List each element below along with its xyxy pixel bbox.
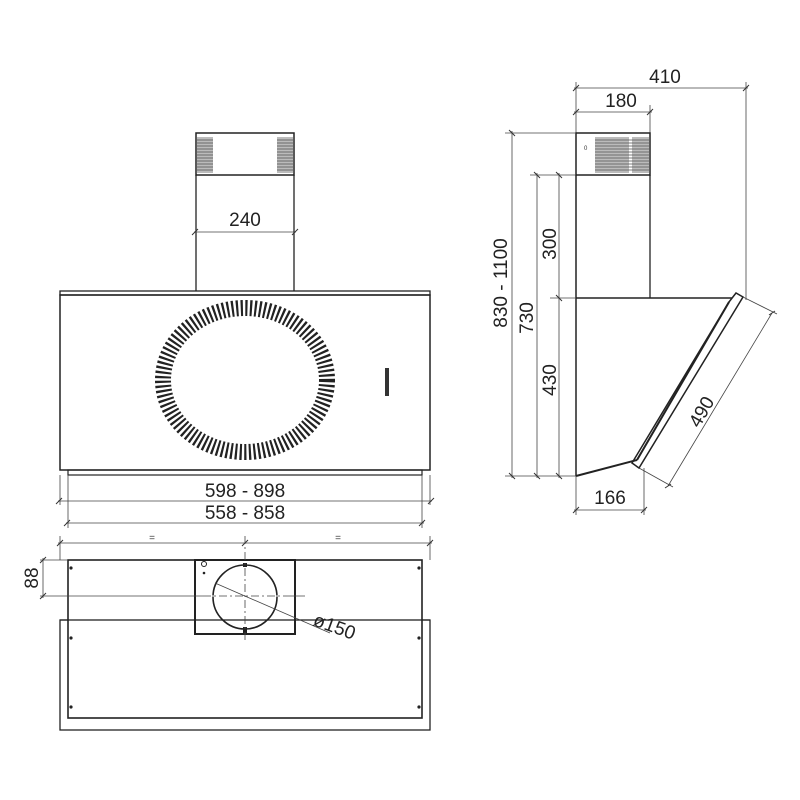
chimney-height-label: 300 — [540, 228, 561, 260]
total-height-label: 830 - 1100 — [491, 238, 512, 327]
width-range-outer-label: 598 - 898 — [205, 481, 285, 502]
width-range-inner-label: 558 - 858 — [205, 503, 285, 524]
chimney-depth-label: 180 — [605, 91, 637, 112]
top-view: = = ø150 88 — [22, 533, 434, 731]
outlet-diameter-label: ø150 — [310, 610, 358, 645]
side-view: 410 180 0 490 — [491, 67, 778, 515]
equal-spacing-right: = — [335, 533, 341, 544]
outlet-offset-label: 88 — [22, 567, 43, 588]
hood-bottom-lip — [67, 469, 423, 476]
body-height-label: 730 — [517, 302, 538, 334]
bottom-depth-label: 166 — [594, 488, 626, 509]
chimney-width-label: 240 — [229, 210, 261, 231]
front-view: 240 598 - 898 558 - 858 — [55, 132, 435, 528]
total-depth-label: 410 — [649, 67, 681, 88]
chimney-vent-slots-left — [197, 137, 213, 173]
control-panel-strip — [385, 368, 389, 396]
svg-text:0: 0 — [584, 146, 588, 152]
equal-spacing-left: = — [149, 533, 155, 544]
chimney-vent-slots-right — [277, 137, 293, 173]
hood-front-panel — [59, 294, 431, 471]
chimney-vent-box — [195, 132, 295, 176]
mounting-screws — [69, 566, 421, 709]
air-intake-ring — [155, 300, 335, 460]
chimney-side-vent-box — [575, 132, 651, 176]
glass-length-label: 490 — [685, 393, 719, 431]
glass-panel — [630, 292, 745, 470]
hood-height-label: 430 — [540, 364, 561, 396]
